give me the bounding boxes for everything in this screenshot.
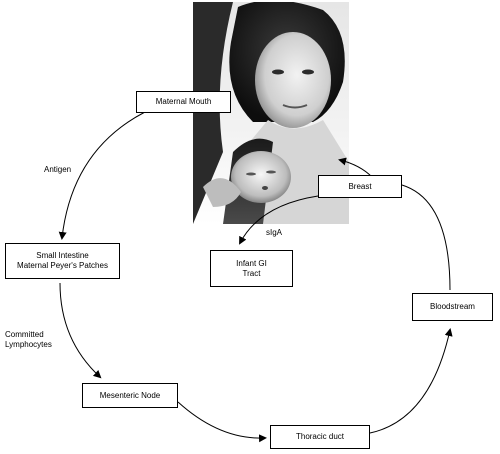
antigen-label: Antigen — [44, 165, 72, 174]
arrow-mouth-to-intestine — [58, 111, 146, 240]
mother-infant-photo — [193, 2, 349, 224]
tract-label: Tract — [242, 268, 261, 278]
siga-label: sIgA — [266, 228, 283, 237]
small-intestine-box: Small Intestine Maternal Peyer's Patches — [5, 243, 120, 279]
infant-gi-label: Infant GI — [236, 258, 267, 268]
thoracic-duct-label: Thoracic duct — [295, 432, 345, 441]
breast-box: Breast — [318, 175, 402, 198]
committed-lymphocytes-label: Committed Lymphocytes — [5, 330, 52, 350]
arrow-bloodstream-to-breast — [401, 184, 451, 291]
arrow-duct-to-bloodstream — [369, 328, 453, 434]
bloodstream-box: Bloodstream — [412, 293, 493, 321]
peyers-patches-label: Maternal Peyer's Patches — [17, 261, 108, 270]
mother-and-infant-photo-icon — [193, 2, 349, 224]
mesenteric-node-box: Mesenteric Node — [82, 383, 178, 408]
bloodstream-label: Bloodstream — [430, 302, 475, 311]
arrow-node-to-duct — [177, 401, 267, 443]
lymphocytes-label: Lymphocytes — [5, 340, 52, 349]
arrow-breast-to-infant-gi — [239, 195, 319, 245]
breast-label: Breast — [348, 181, 372, 191]
maternal-mouth-box: Maternal Mouth — [136, 91, 231, 113]
infant-gi-tract-box: Infant GI Tract — [210, 250, 293, 287]
maternal-mouth-label: Maternal Mouth — [155, 97, 212, 106]
committed-label: Committed — [5, 330, 44, 339]
mesenteric-node-label: Mesenteric Node — [99, 390, 161, 400]
thoracic-duct-box: Thoracic duct — [270, 425, 370, 449]
small-intestine-label: Small Intestine — [36, 251, 89, 260]
arrow-intestine-to-node — [59, 282, 102, 379]
